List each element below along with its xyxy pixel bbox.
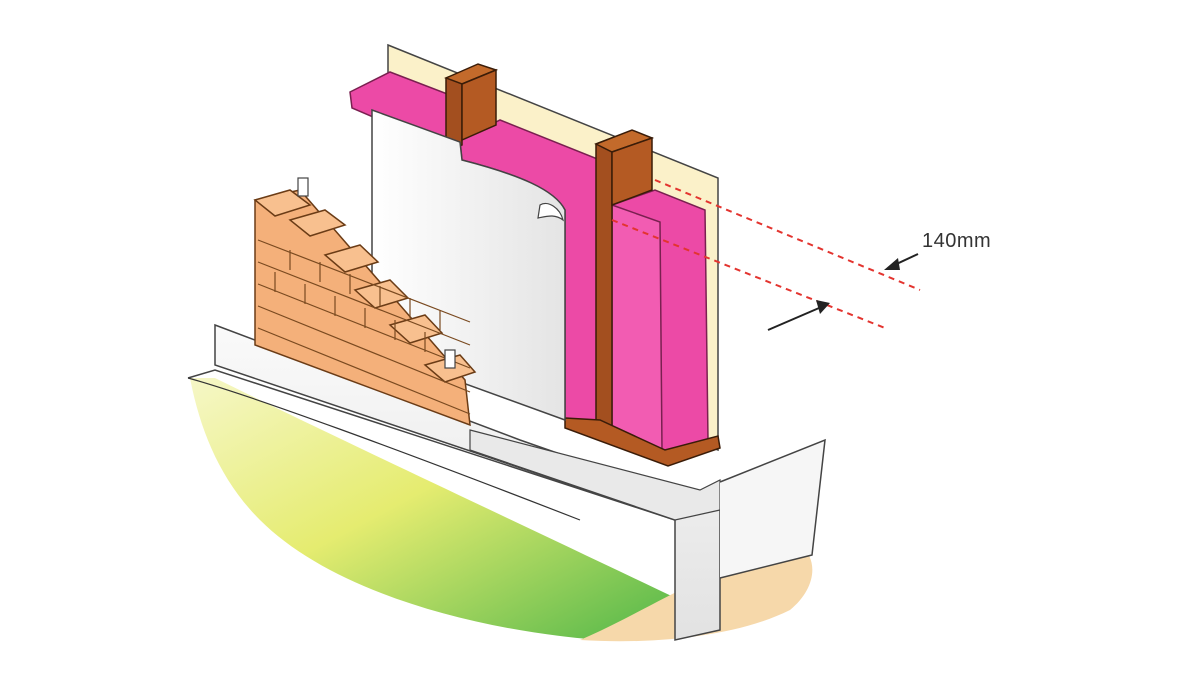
brick-tie-lower — [444, 349, 456, 369]
timber-stud-right — [595, 136, 613, 430]
timber-stud-right-side — [611, 136, 653, 207]
dimension-arrowhead-top — [884, 258, 900, 270]
dimension-arrow-bottom — [767, 304, 827, 331]
brick-veneer — [253, 189, 477, 427]
dimension-guide-inner — [611, 219, 886, 329]
bottom-plate — [564, 417, 721, 467]
ground-edge-line — [187, 377, 581, 521]
dimension-arrowhead-bottom — [816, 300, 830, 314]
plasterboard-curl — [537, 202, 564, 222]
dimension-label: 140mm — [922, 230, 992, 252]
slab-top-edge — [187, 369, 676, 521]
ground-surface — [190, 378, 680, 640]
insulation-batt-front-face — [611, 203, 663, 452]
dimension-guide-outer — [654, 179, 921, 291]
brick-tie-upper — [297, 177, 309, 197]
slab-edge-right — [719, 438, 826, 579]
timber-stud-left-side — [461, 68, 497, 142]
